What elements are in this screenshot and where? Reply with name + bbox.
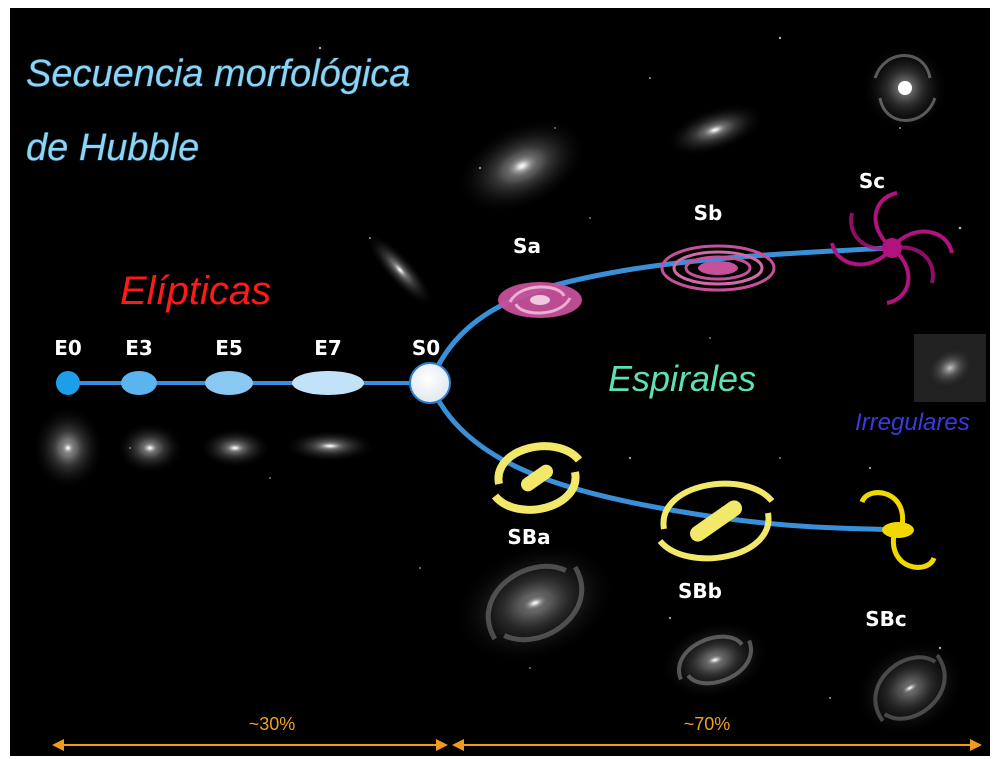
sbc-symbol — [859, 490, 937, 570]
class-labels: E0 E3 E5 E7 S0 Sa Sb Sc SBa SBb SBc — [54, 169, 907, 631]
title-line-2: de Hubble — [26, 127, 199, 169]
sa-symbol — [498, 282, 582, 318]
elliptical-symbols — [56, 362, 451, 404]
spiral-branch-line — [427, 245, 891, 384]
e7-label: E7 — [314, 336, 342, 360]
galaxy-photo-sbc — [854, 638, 966, 738]
sb-label: Sb — [694, 201, 723, 225]
e0-symbol — [56, 371, 80, 395]
barred-spiral-branch-line — [427, 382, 911, 533]
e7-symbol — [292, 371, 364, 395]
sbb-symbol — [657, 480, 775, 562]
galaxy-photo-s0 — [366, 233, 434, 307]
e3-symbol — [121, 371, 157, 395]
sb-symbol — [660, 244, 776, 292]
s0-label: S0 — [412, 336, 440, 360]
sbc-label: SBc — [865, 607, 907, 631]
sba-symbol — [491, 442, 583, 514]
s0-symbol — [409, 362, 451, 404]
sba-label: SBa — [507, 525, 550, 549]
galaxy-photo-sbb — [660, 620, 770, 700]
galaxy-photo-e3 — [116, 422, 184, 474]
galaxy-photo-e5 — [199, 428, 271, 468]
elliptical-fraction-label: ~30% — [249, 714, 296, 734]
e5-label: E5 — [215, 336, 243, 360]
sc-symbol — [830, 191, 954, 305]
spiral-fraction-label: ~70% — [684, 714, 731, 734]
elliptical-fraction-arrow — [52, 739, 448, 751]
hubble-sequence-diagram: Secuencia morfológica de Hubble Elíptica… — [25, 36, 986, 751]
title-line-1: Secuencia morfológica — [26, 53, 410, 95]
galaxy-photo-e7 — [284, 430, 376, 462]
galaxy-photo-sa — [456, 117, 588, 215]
sbb-label: SBb — [678, 579, 722, 603]
fraction-arrows: ~30% ~70% — [52, 714, 982, 751]
sc-label: Sc — [859, 169, 885, 193]
e5-symbol — [205, 371, 253, 395]
galaxy-photo-sb — [665, 103, 765, 157]
sa-label: Sa — [513, 234, 541, 258]
elliptical-group-label: Elípticas — [120, 269, 271, 313]
spiral-symbols — [498, 191, 954, 318]
spiral-fraction-arrow — [452, 739, 982, 751]
galaxy-photo-sc — [861, 44, 949, 132]
galaxy-photo-irregular — [914, 334, 986, 402]
e0-label: E0 — [54, 336, 82, 360]
diagram-frame: Secuencia morfológica de Hubble Elíptica… — [10, 8, 990, 756]
spiral-group-label: Espirales — [608, 358, 756, 399]
e3-label: E3 — [125, 336, 153, 360]
irregular-group-label: Irregulares — [855, 409, 970, 436]
galaxy-photo-e0 — [32, 406, 104, 490]
barred-spiral-symbols — [491, 442, 937, 570]
galaxy-photo-sba — [452, 541, 618, 665]
galaxy-images — [32, 44, 986, 738]
